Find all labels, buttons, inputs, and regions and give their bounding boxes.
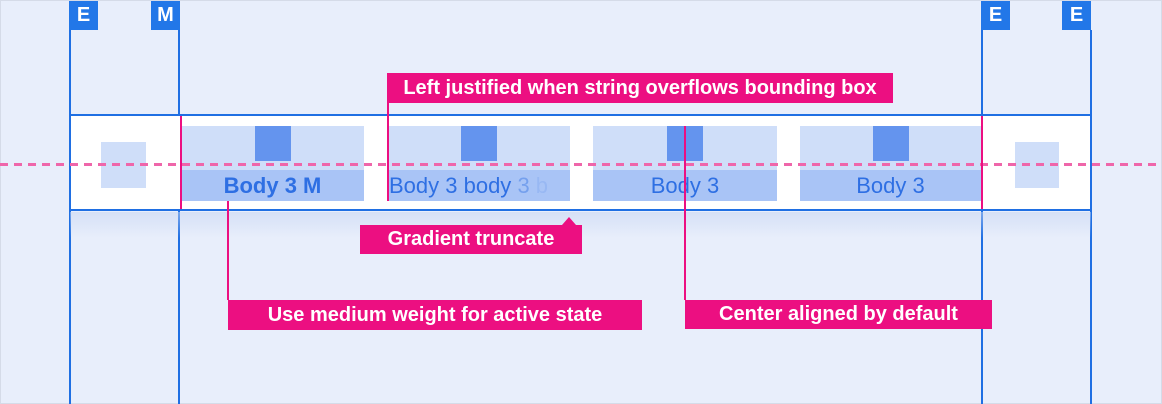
guide-line-edge-right [1090, 30, 1092, 404]
icon-placeholder-square [872, 126, 909, 161]
redline-tab-right-edge [981, 116, 983, 209]
tab-active[interactable]: Body 3 M [181, 126, 364, 201]
callout-gradient-truncate: Gradient truncate [360, 217, 582, 254]
caret-up-icon [562, 217, 576, 225]
tab-label-fading-text: 3 [517, 173, 536, 198]
callout-medium-weight: Use medium weight for active state [228, 300, 642, 330]
center-dashed-line [0, 163, 1162, 166]
callout-gradient-truncate-text: Gradient truncate [387, 228, 555, 250]
margin-marker-m: M [151, 1, 180, 30]
redline-left-justified-connector [387, 103, 389, 201]
tab-label-default: Body 3 [800, 170, 981, 201]
redline-center-aligned-connector [684, 126, 686, 300]
tab-label-active: Body 3 M [181, 170, 364, 201]
icon-placeholder-square [254, 126, 291, 161]
callout-center-aligned: Center aligned by default [685, 300, 992, 329]
margin-marker-e-left: E [69, 1, 98, 30]
redline-tab-left-edge [180, 116, 182, 209]
tab-label-faded-text: b [535, 173, 549, 198]
callout-left-justified: Left justified when string overflows bou… [387, 73, 893, 103]
redline-medium-weight-connector [227, 201, 229, 300]
tab-default-2[interactable]: Body 3 [800, 126, 981, 201]
tab-truncated[interactable]: Body 3 body 3 b [388, 126, 570, 201]
tab-label-truncated: Body 3 body 3 b [388, 170, 570, 201]
tab-label-visible-text: Body 3 body [389, 173, 518, 198]
icon-placeholder-square [461, 126, 497, 161]
margin-marker-e-right: E [1062, 1, 1091, 30]
margin-marker-e-inner-right: E [981, 1, 1010, 30]
